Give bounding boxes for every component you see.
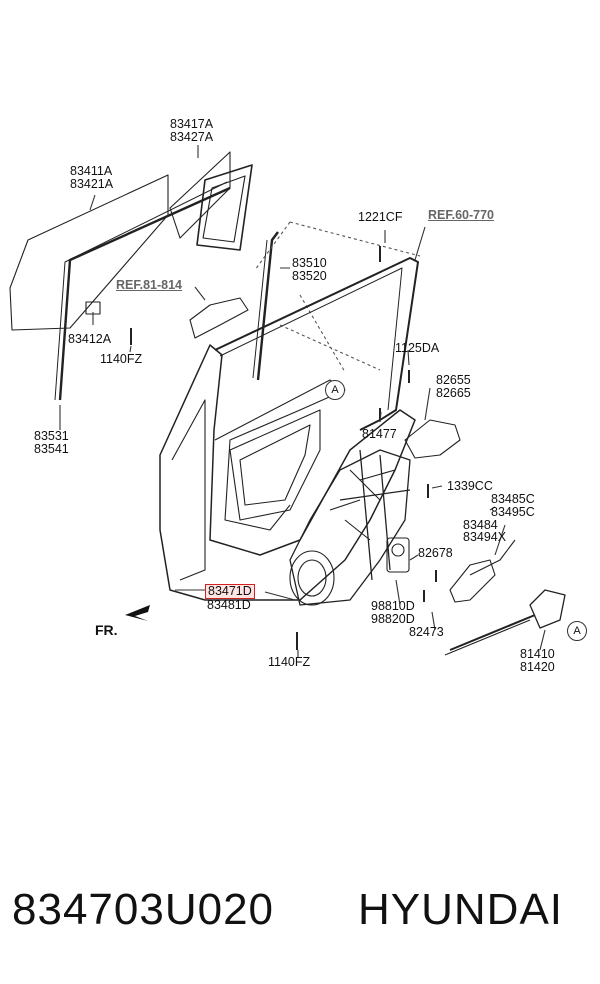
outside-handle: [189, 297, 249, 339]
part-label-83471d-highlighted: 83471D: [205, 584, 255, 599]
part-label-1140fz-top: 1140FZ: [100, 352, 143, 366]
part-label-83495c: 83495C: [491, 505, 535, 519]
ref-label-60-770: REF.60-770: [428, 208, 495, 222]
part-label-83484: 83484: [463, 518, 498, 532]
inside-handle: [404, 419, 461, 459]
quarter-frame: [196, 164, 253, 251]
part-label-83411a: 83411A: [70, 164, 113, 178]
part-label-81410: 81410: [520, 647, 555, 661]
door-frame: [214, 257, 419, 431]
part-label-83494x: 83494X: [463, 530, 507, 544]
part-number-caption: 834703U020: [12, 885, 275, 934]
front-arrow: [125, 605, 150, 621]
regulator-motor: [386, 537, 410, 573]
door-latch: [529, 589, 566, 629]
connector-marker-a-2: A: [567, 621, 587, 641]
part-label-98810d: 98810D: [371, 599, 415, 613]
part-label-83412a: 83412A: [68, 332, 112, 346]
part-label-1339cc: 1339CC: [447, 479, 493, 493]
door-shell: [159, 344, 416, 601]
part-label-1140fz-bottom: 1140FZ: [268, 655, 311, 669]
rear-channel: [256, 231, 279, 381]
part-label-83541: 83541: [34, 442, 69, 456]
brand-caption: HYUNDAI: [358, 885, 564, 934]
ref-label-81-814: REF.81-814: [116, 278, 183, 292]
part-label-83485c: 83485C: [491, 492, 535, 506]
part-label-82678: 82678: [418, 546, 453, 560]
part-label-1221cf: 1221CF: [358, 210, 403, 224]
part-label-81420: 81420: [520, 660, 555, 674]
part-label-81477: 81477: [362, 427, 397, 441]
part-label-83417a: 83417A: [170, 117, 214, 131]
part-label-98820d: 98820D: [371, 612, 415, 626]
connector-marker-a: A: [325, 380, 345, 400]
latch-bracket: [449, 559, 496, 603]
part-label-83427a: 83427A: [170, 130, 214, 144]
part-label-1125da: 1125DA: [395, 341, 440, 355]
part-label-82665: 82665: [436, 386, 471, 400]
part-label-83510: 83510: [292, 256, 327, 270]
part-label-82655: 82655: [436, 373, 471, 387]
part-label-83531: 83531: [34, 429, 69, 443]
front-direction-label: FR.: [95, 622, 118, 638]
part-label-82473: 82473: [409, 625, 444, 639]
glass-run-channel: [58, 186, 231, 401]
part-label-83421a: 83421A: [70, 177, 114, 191]
window-regulator: [339, 449, 411, 581]
part-label-83481d: 83481D: [207, 598, 251, 612]
part-label-83520: 83520: [292, 269, 327, 283]
window-glass: [9, 174, 169, 331]
